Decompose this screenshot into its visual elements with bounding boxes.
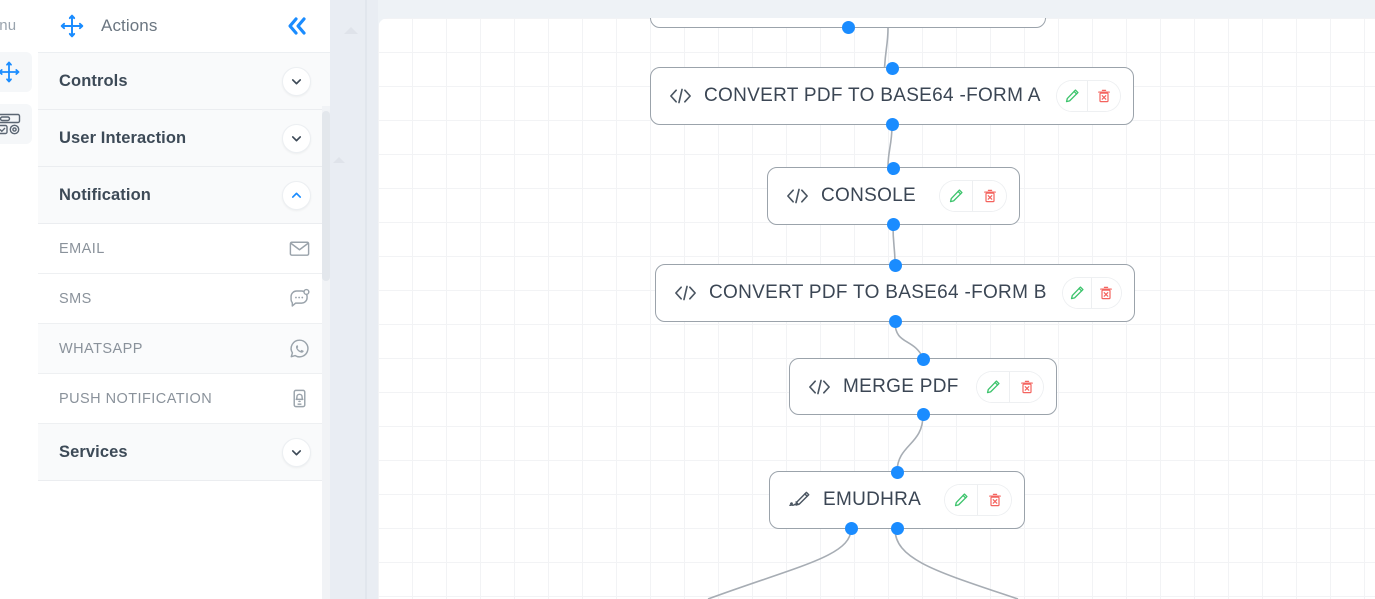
mobile-bell-icon <box>288 387 311 410</box>
sidebar-scroll-area: Controls User Interaction Notifica <box>38 53 330 599</box>
node-delete-button[interactable] <box>978 485 1011 515</box>
scroll-divider <box>365 0 367 599</box>
node-delete-button[interactable] <box>973 181 1006 211</box>
workflow-node-emudhra[interactable]: EMUDHRA <box>769 465 1025 535</box>
envelope-icon <box>288 237 311 260</box>
node-port-bottom-left[interactable] <box>844 521 858 535</box>
scroll-up-arrow-icon[interactable] <box>344 27 358 34</box>
node-port-bottom[interactable] <box>841 20 855 34</box>
node-action-group <box>945 485 1011 515</box>
sidebar-scrollbar-track[interactable] <box>322 106 330 599</box>
signature-pen-icon <box>787 489 812 511</box>
node-port-top[interactable] <box>885 61 899 75</box>
actions-sidebar: Actions Controls User Interac <box>38 0 330 599</box>
sidebar-group-label: Notification <box>59 185 151 204</box>
node-port-top[interactable] <box>890 465 904 479</box>
workflow-node-console[interactable]: CONSOLE <box>767 161 1020 231</box>
code-tag-icon <box>807 377 832 397</box>
workflow-node-merge-pdf[interactable]: MERGE PDF <box>789 352 1057 421</box>
chevron-down-icon[interactable] <box>282 66 311 96</box>
node-port-top[interactable] <box>916 352 930 366</box>
sidebar-group-user-interaction[interactable]: User Interaction <box>38 110 330 167</box>
rail-move-tool-button[interactable] <box>0 52 32 92</box>
node-label: MERGE PDF <box>843 375 959 397</box>
double-chevron-left-icon[interactable] <box>284 15 310 37</box>
sidebar-group-label: Controls <box>59 71 128 90</box>
code-tag-icon <box>673 283 698 303</box>
node-port-top[interactable] <box>887 161 900 175</box>
workflow-node-convert-pdf-form-a[interactable]: CONVERT PDF TO BASE64 -FORM A <box>650 61 1134 131</box>
sidebar-title: Actions <box>101 16 158 35</box>
node-label: CONVERT PDF TO BASE64 -FORM A <box>704 85 1041 106</box>
sidebar-group-label: User Interaction <box>59 128 187 147</box>
node-edit-button[interactable] <box>945 485 978 515</box>
chevron-up-icon[interactable] <box>282 180 311 210</box>
page-scrollbar[interactable] <box>330 0 378 599</box>
code-tag-icon <box>668 86 693 106</box>
node-action-group <box>977 371 1043 402</box>
sidebar-group-label: Services <box>59 442 128 461</box>
node-action-group <box>1056 81 1120 111</box>
node-action-group <box>940 181 1006 211</box>
sidebar-group-notification[interactable]: Notification <box>38 167 330 224</box>
sidebar-group-controls[interactable]: Controls <box>38 53 330 110</box>
sidebar-header: Actions <box>38 0 330 53</box>
rail-form-tool-button[interactable] <box>0 104 32 144</box>
node-label: CONSOLE <box>821 185 917 206</box>
sidebar-scrollbar-thumb[interactable] <box>322 111 330 281</box>
node-action-group <box>1062 278 1121 308</box>
sidebar-item-email[interactable]: EMAIL <box>38 224 330 274</box>
node-port-top[interactable] <box>888 258 902 272</box>
chat-bubble-dots-icon <box>288 287 311 310</box>
node-delete-button[interactable] <box>1010 371 1043 402</box>
node-label: EMUDHRA <box>823 489 922 510</box>
node-edit-button[interactable] <box>1056 81 1089 111</box>
node-port-bottom[interactable] <box>887 217 900 231</box>
sidebar-group-services[interactable]: Services <box>38 424 330 481</box>
sidebar-item-label: EMAIL <box>59 240 105 257</box>
node-port-bottom[interactable] <box>916 407 930 421</box>
code-tag-icon <box>785 186 810 206</box>
sidebar-item-label: PUSH NOTIFICATION <box>59 390 213 407</box>
node-port-bottom[interactable] <box>885 117 899 131</box>
node-label: CONVERT PDF TO BASE64 -FORM B <box>709 282 1047 303</box>
move-arrows-icon[interactable] <box>59 13 85 39</box>
form-controls-icon <box>0 112 22 136</box>
workflow-node-convert-pdf-form-b[interactable]: CONVERT PDF TO BASE64 -FORM B <box>655 258 1135 328</box>
node-delete-button[interactable] <box>1091 278 1121 308</box>
sidebar-item-label: WHATSAPP <box>59 340 143 357</box>
chevron-down-icon[interactable] <box>282 123 311 153</box>
sidebar-item-push-notification[interactable]: PUSH NOTIFICATION <box>38 374 330 424</box>
sidebar-item-sms[interactable]: SMS <box>38 274 330 324</box>
move-arrows-icon <box>0 60 21 84</box>
node-port-bottom-right[interactable] <box>890 521 904 535</box>
sidebar-item-label: SMS <box>59 290 92 307</box>
left-rail: Menu <box>0 0 38 599</box>
node-delete-button[interactable] <box>1088 81 1120 111</box>
node-edit-button[interactable] <box>940 181 973 211</box>
node-port-bottom[interactable] <box>888 314 902 328</box>
sidebar-item-whatsapp[interactable]: WHATSAPP <box>38 324 330 374</box>
scroll-up-arrow-secondary-icon[interactable] <box>333 157 345 163</box>
chevron-down-icon[interactable] <box>282 437 311 467</box>
whatsapp-icon <box>288 337 311 360</box>
rail-menu-label: Menu <box>0 17 17 34</box>
node-edit-button[interactable] <box>977 371 1010 402</box>
node-edit-button[interactable] <box>1062 278 1092 308</box>
canvas-top-strip <box>378 0 1375 18</box>
workflow-canvas[interactable]: CONVERT PDF TO BASE64 -FORM A <box>378 0 1375 599</box>
